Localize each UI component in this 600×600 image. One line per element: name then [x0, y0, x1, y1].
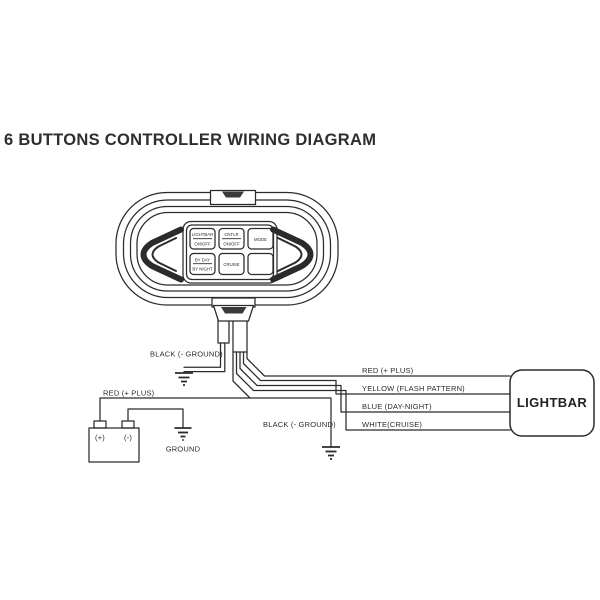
button-panel-inner — [185, 224, 275, 281]
button-cntlr-line2: ON/OFF — [223, 242, 240, 247]
wire-red-battery — [99, 397, 251, 422]
wire-white-lightbar — [235, 351, 511, 431]
button-byday-line1: BY DAY — [195, 258, 210, 263]
lightbar-box — [509, 369, 595, 437]
label-ground: GROUND — [166, 445, 201, 454]
label-lightbar-ground: BLACK (- GROUND) — [263, 420, 336, 429]
button-lightbar-line2: ON/OFF — [194, 242, 211, 247]
button-blank — [247, 252, 274, 276]
battery-negative-label: (-) — [124, 433, 132, 442]
page-title: 6 BUTTONS CONTROLLER WIRING DIAGRAM — [4, 131, 376, 149]
battery-positive-label: (+) — [95, 433, 105, 442]
controller: LIGHTBAR ON/OFF CNTLR ON/OFF MODE BY DAY… — [115, 189, 339, 353]
battery-negative-terminal — [121, 420, 135, 429]
wire-yellow-lightbar — [242, 351, 511, 395]
button-byday-line2: BY NIGHT — [192, 267, 213, 272]
button-cruise-label: CRUISE — [223, 262, 239, 267]
lightbar: LIGHTBAR — [509, 369, 595, 437]
button-lightbar-line1: LIGHTBAR — [192, 232, 214, 237]
label-battery-positive: RED (+ PLUS) — [103, 389, 155, 398]
wire-controller-ground-a — [183, 342, 222, 368]
left-grip-inner — [151, 237, 177, 272]
wire-blue-lightbar — [239, 351, 511, 413]
ground-symbol-lightbar — [322, 446, 340, 460]
wire-sleeve-right — [232, 317, 248, 353]
wire-sleeve-left — [217, 317, 230, 344]
button-cruise: CRUISE — [218, 252, 245, 276]
ground-symbol-battery — [174, 427, 192, 441]
label-lightbar-yellow: YELLOW (FLASH PATTERN) — [362, 384, 465, 393]
wire-battery-negative — [127, 408, 184, 429]
battery-positive-terminal — [93, 420, 107, 429]
left-grip — [140, 226, 184, 283]
controller-outline-inner — [136, 211, 318, 286]
battery-body — [88, 427, 140, 463]
button-cntlr-line1: CNTLR — [224, 232, 238, 237]
wires — [99, 342, 511, 448]
button-panel-outer — [182, 220, 278, 284]
button-cntlr-onoff: CNTLR ON/OFF — [218, 227, 245, 250]
lightbar-label: LIGHTBAR — [517, 395, 588, 410]
controller-outline-3 — [129, 205, 325, 292]
label-controller-ground: BLACK (- GROUND) — [150, 350, 223, 359]
battery: (+) (-) — [88, 420, 140, 463]
button-mode: MODE — [247, 227, 274, 250]
wire-red-lightbar — [246, 351, 511, 377]
wire-controller-ground-b — [183, 342, 226, 373]
connector-notch — [221, 307, 247, 314]
right-grip — [270, 226, 314, 283]
right-grip-inner — [277, 237, 303, 272]
button-by-day-night: BY DAY BY NIGHT — [189, 252, 216, 276]
label-lightbar-white: WHITE(CRUISE) — [362, 420, 422, 429]
ground-symbol-controller — [175, 372, 193, 386]
label-lightbar-red: RED (+ PLUS) — [362, 366, 414, 375]
controller-top-notch — [222, 191, 244, 198]
button-mode-label: MODE — [254, 237, 267, 242]
button-lightbar-onoff: LIGHTBAR ON/OFF — [189, 227, 216, 250]
label-lightbar-blue: BLUE (DAY-NIGHT) — [362, 402, 432, 411]
